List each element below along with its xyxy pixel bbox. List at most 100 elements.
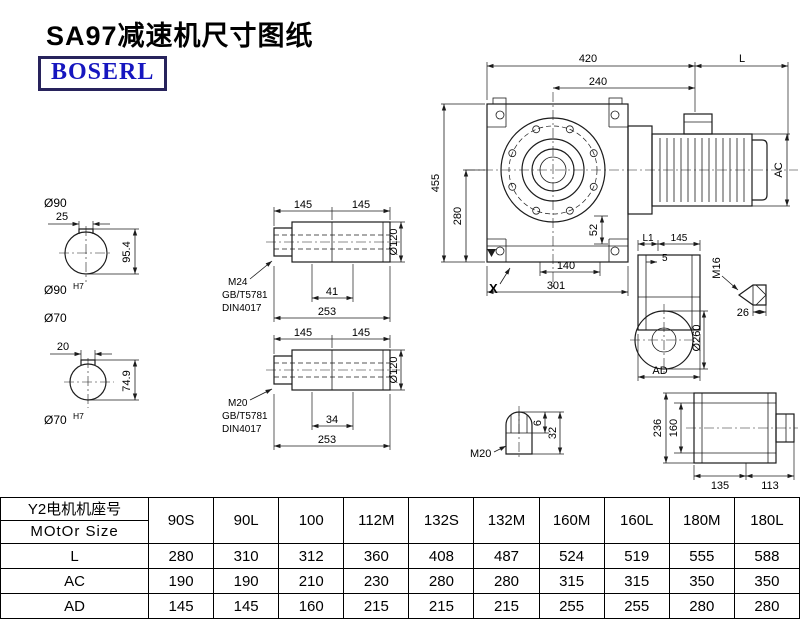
dim-140: 140 [557,260,575,272]
dim-5: 5 [662,253,668,264]
cell-AD-8: 280 [668,593,735,619]
dim-shaft-dia-m24: Ø120 [388,229,400,256]
dim-AC: AC [773,162,785,177]
cell-AD-5: 215 [473,593,540,619]
cell-AC-6: 315 [538,568,605,594]
dim-shaft-seg1-m20: 145 [294,327,312,339]
dim-420: 420 [579,53,597,65]
row-label-AC: AC [0,568,149,594]
input-shaft-cone [737,284,767,306]
dim-26: 26 [737,307,749,319]
dim-240: 240 [589,76,607,88]
col-header-180l: 180L [733,497,800,544]
col-header-132m: 132M [473,497,540,544]
cell-AC-5: 280 [473,568,540,594]
dim-260: Ø260 [691,325,703,352]
output-end-view: 236 160 135 113 [652,392,798,492]
cell-AC-7: 315 [603,568,670,594]
dim-6: 6 [532,420,544,426]
col-header-160l: 160L [603,497,670,544]
dim-keyway-height-70: 74.9 [121,370,133,391]
dim-L1: L1 [642,233,654,244]
cell-AC-1: 190 [213,568,280,594]
dim-bore-fit-sup-70: H7 [73,411,84,421]
dim-145-side: 145 [671,233,688,244]
dim-shaft-seg2-m24: 145 [352,199,370,211]
cell-L-8: 555 [668,543,735,569]
oil-drain-mark [487,249,496,257]
dim-160: 160 [668,419,680,437]
dim-113: 113 [761,480,779,492]
col-header-90s: 90S [147,497,215,544]
standard-label-gb-1: GB/T5781 [222,290,268,301]
thread-label-m24: M24 [228,277,248,288]
dim-bore-fit-sup-90: H7 [73,281,84,291]
brand-logo: BOSERL [38,56,168,91]
cell-AC-2: 210 [278,568,345,594]
cell-AD-3: 215 [343,593,410,619]
technical-drawing: Ø90 25 95.4 Ø90 H7 Ø70 20 74.9 [44,53,798,492]
header-line1: Y2电机机座号 [1,498,148,521]
dim-bore-label-70: Ø70 [44,311,67,325]
cell-L-5: 487 [473,543,540,569]
dim-total-len-m20: 253 [318,434,336,446]
standard-label-din-2: DIN4017 [222,424,262,435]
standard-label-din-1: DIN4017 [222,303,262,314]
dim-total-len-m24: 253 [318,306,336,318]
motor-dimension-table: Y2电机机座号 MOtOr Size 90S 90L 100 112M 132S… [0,497,800,619]
table-row-L: L 280 310 312 360 408 487 524 519 555 58… [0,543,800,569]
gearbox-main-view: 420 240 L 455 280 AC 52 140 301 X [430,53,798,296]
cell-AC-4: 280 [408,568,475,594]
dim-AD: AD [652,365,667,377]
cell-L-2: 312 [278,543,345,569]
cell-L-0: 280 [147,543,215,569]
cell-AC-3: 230 [343,568,410,594]
cell-AD-7: 255 [603,593,670,619]
cell-AD-2: 160 [278,593,345,619]
dim-shaft-dia-m20: Ø120 [388,357,400,384]
dim-keyway-width-70: 20 [57,341,69,353]
mark-x-label: X [489,281,498,296]
cell-L-1: 310 [213,543,280,569]
cell-AC-0: 190 [147,568,215,594]
cell-AD-0: 145 [147,593,215,619]
keyway-detail-view: M20 6 32 [470,406,564,460]
dim-301: 301 [547,280,565,292]
page-title: SA97减速机尺寸图纸 [46,21,314,51]
cell-AC-8: 350 [668,568,735,594]
cell-AD-4: 215 [408,593,475,619]
dim-bore-label-90: Ø90 [44,196,67,210]
cell-L-6: 524 [538,543,605,569]
hollow-shaft-view-m24: 145 145 Ø120 M24 GB/T5781 DIN4017 41 253 [222,199,405,322]
thread-label-keyway: M20 [470,448,491,460]
table-header-row: Y2电机机座号 MOtOr Size 90S 90L 100 112M 132S… [0,497,800,544]
dim-236: 236 [652,419,664,437]
dim-32: 32 [547,427,559,439]
shaft-end-view-70: Ø70 20 74.9 Ø70 H7 [44,311,139,427]
col-header-90l: 90L [213,497,280,544]
dim-thread-len-m20: 34 [326,414,338,426]
row-label-L: L [0,543,149,569]
row-label-AD: AD [0,593,149,619]
cell-AC-9: 350 [733,568,800,594]
dim-52: 52 [588,224,600,236]
cell-L-4: 408 [408,543,475,569]
cell-AD-1: 145 [213,593,280,619]
motor-size-header-cell: Y2电机机座号 MOtOr Size [0,497,149,544]
dim-135: 135 [711,480,729,492]
dim-L: L [739,53,745,65]
dim-280: 280 [452,207,464,225]
col-header-180m: 180M [668,497,735,544]
dim-thread-len-m24: 41 [326,286,338,298]
cell-AD-6: 255 [538,593,605,619]
cell-L-9: 588 [733,543,800,569]
col-header-160m: 160M [538,497,605,544]
col-header-112m: 112M [343,497,410,544]
header-line2: MOtOr Size [30,523,119,540]
dim-bore-fit-90: Ø90 [44,283,67,297]
gearbox-side-view: L1 145 5 Ø260 AD M16 26 [630,233,767,381]
motor-outline [627,113,768,215]
dim-bore-fit-70: Ø70 [44,413,67,427]
shaft-end-view-90: Ø90 25 95.4 Ø90 H7 [44,196,139,297]
